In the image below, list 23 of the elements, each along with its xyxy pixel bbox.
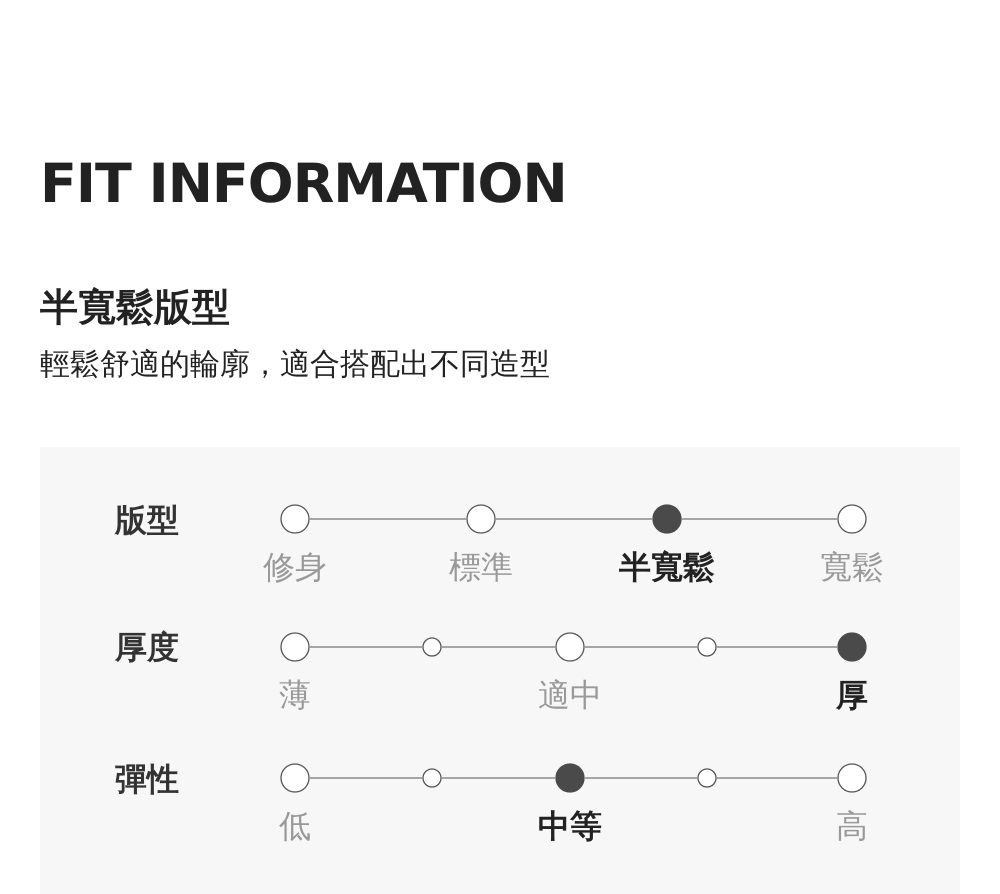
option-label: 適中	[538, 675, 602, 716]
connector-line	[310, 518, 466, 520]
description: 輕鬆舒適的輪廓，適合搭配出不同造型	[40, 346, 550, 384]
option-label: 薄	[279, 675, 311, 716]
connector-line	[442, 646, 556, 648]
option-label: 寬鬆	[820, 547, 884, 588]
option-label: 標準	[449, 547, 513, 588]
title: FIT INFORMATION	[40, 152, 567, 215]
option-label: 中等	[538, 806, 602, 847]
row-label: 厚度	[115, 627, 179, 668]
row-label: 彈性	[115, 759, 179, 800]
option-label: 低	[279, 806, 311, 847]
connector-line	[496, 518, 652, 520]
connector-line	[310, 646, 422, 648]
connector-line	[584, 646, 698, 648]
heading: 半寬鬆版型	[40, 284, 230, 331]
option-label: 半寬鬆	[619, 547, 715, 588]
option-label: 厚	[836, 675, 868, 716]
row-label: 版型	[115, 500, 179, 541]
option-label: 修身	[263, 547, 327, 588]
connector-line	[716, 646, 838, 648]
connector-line	[682, 518, 838, 520]
option-label: 高	[836, 806, 868, 847]
